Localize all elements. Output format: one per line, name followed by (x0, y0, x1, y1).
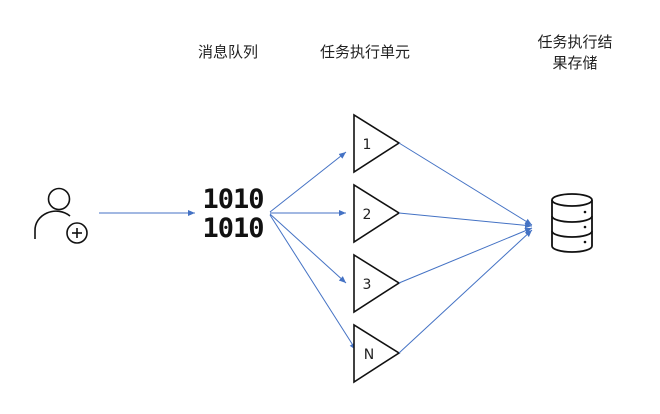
message-queue-icon: 1010 1010 (193, 185, 273, 243)
binary-line-1: 1010 (202, 184, 264, 215)
executor-1-label: 1 (363, 137, 372, 153)
queue-label: 消息队列 (197, 43, 258, 61)
executor-3: 3 (353, 253, 401, 314)
executor-n: N (353, 323, 401, 384)
executor-3-label: 3 (363, 277, 372, 293)
executor-n-label: N (364, 347, 374, 363)
arrows-queue-to-executors (269, 151, 357, 351)
database-icon (551, 193, 593, 253)
storage-label-line2: 果存储 (552, 54, 598, 72)
executor-1: 1 (353, 113, 401, 174)
arrows-executors-to-storage (398, 142, 533, 354)
executor-2-label: 2 (363, 207, 372, 223)
executor-label: 任务执行单元 (319, 43, 410, 61)
executor-2: 2 (353, 183, 401, 244)
binary-line-2: 1010 (202, 213, 264, 244)
storage-label-line1: 任务执行结 (537, 33, 613, 51)
user-add-icon (34, 187, 88, 244)
